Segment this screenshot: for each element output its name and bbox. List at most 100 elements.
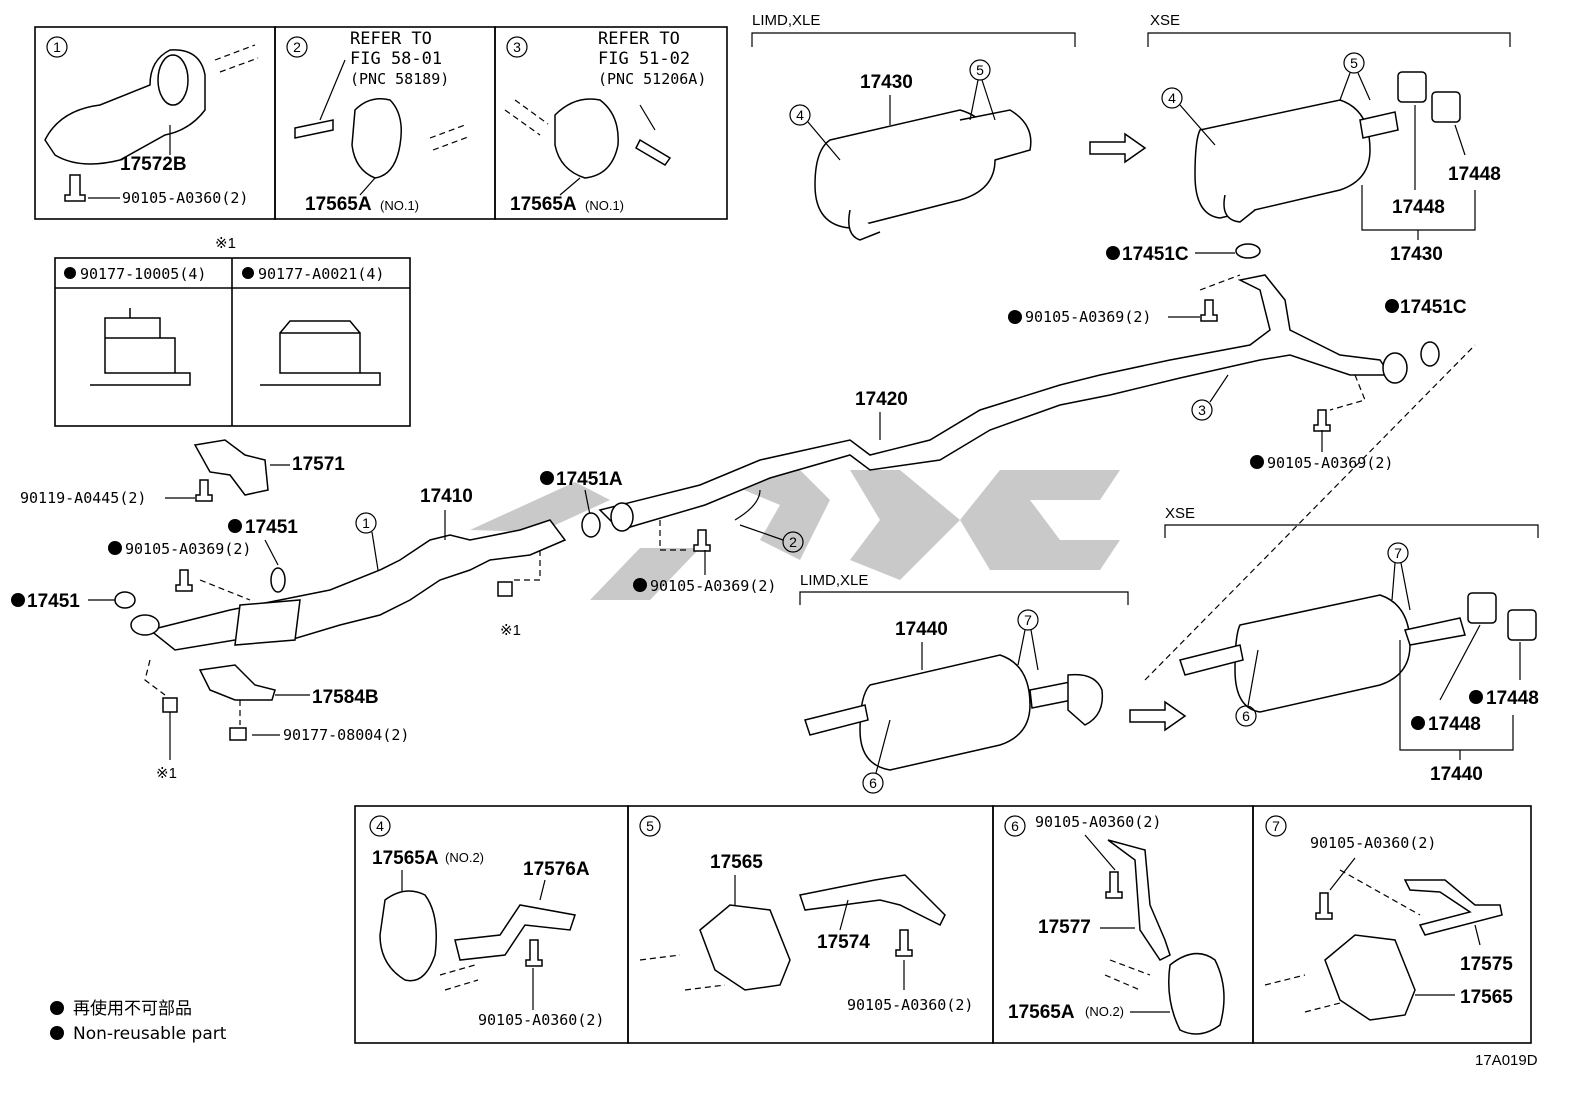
- part-label: 17572B: [120, 154, 187, 175]
- callout-6: 6: [1011, 818, 1019, 834]
- callout-2: 2: [789, 534, 797, 550]
- legend-jp: 再使用不可部品: [73, 998, 192, 1019]
- group-label: LIMD,XLE: [752, 12, 820, 29]
- non-reusable-dot-icon: [64, 267, 76, 279]
- callout-5: 5: [1350, 55, 1358, 71]
- callout-1: 1: [362, 515, 370, 531]
- part-label: 17448: [1486, 688, 1539, 709]
- part-label: 17430: [860, 72, 913, 93]
- bolt-icon: [895, 929, 913, 957]
- part-label: 17565: [710, 852, 763, 873]
- muffler-limd-xle-bottom: LIMD,XLE 17440 7 6: [799, 572, 1129, 794]
- gasket-and-bolts-center: 17451A 90105-A0369(2): [540, 469, 776, 595]
- callout-5: 5: [646, 818, 654, 834]
- bolt-icon: [195, 479, 213, 502]
- part-label: 17451C: [1400, 297, 1467, 318]
- nut-right-label: 90177-A0021(4): [258, 265, 384, 283]
- bolt-icon: [693, 529, 711, 552]
- callout-2: 2: [293, 39, 301, 55]
- bolt-label: 90105-A0369(2): [650, 577, 776, 595]
- part-label: 17574: [817, 932, 870, 953]
- nut-label: 90177-08004(2): [283, 726, 409, 744]
- bolt-label: 90105-A0369(2): [1267, 454, 1393, 472]
- callout-6: 6: [869, 775, 877, 791]
- callout-7: 7: [1272, 818, 1280, 834]
- group-label: XSE: [1150, 12, 1180, 29]
- arrow-right-icon: [1129, 700, 1187, 732]
- bracket-icon: [454, 904, 576, 961]
- detail-box-7: 7 90105-A0360(2) 17575 17565: [1252, 805, 1532, 1044]
- bolt-icon: [1315, 892, 1333, 920]
- bracket-17571: [193, 439, 269, 496]
- nut-icon: [90, 308, 191, 386]
- part-label: 17430: [1390, 244, 1443, 265]
- part-label: 17577: [1038, 917, 1091, 938]
- nut-mark: ※1: [215, 235, 236, 252]
- part-label: 17565A: [305, 194, 372, 215]
- callout-7: 7: [1394, 545, 1402, 561]
- part-label: 17451: [245, 517, 298, 538]
- bracket-17575-icon: [1403, 879, 1503, 936]
- muffler-limd-xle-top: LIMD,XLE 17430 4 5: [751, 12, 1076, 241]
- nut-left-label: 90177-10005(4): [80, 265, 206, 283]
- refer-fig: FIG 51-02: [598, 49, 690, 69]
- refer-pnc: (PNC 58189): [350, 70, 449, 88]
- group-label: XSE: [1165, 505, 1195, 522]
- bolt-icon: [64, 174, 86, 202]
- group-label: LIMD,XLE: [800, 572, 868, 589]
- refer-fig: FIG 58-01: [350, 49, 442, 69]
- refer-pnc: (PNC 51206A): [598, 70, 706, 88]
- connection-dashed-line: [1144, 344, 1476, 681]
- part-label: 17575: [1460, 954, 1513, 975]
- tip-17448: [1431, 91, 1461, 123]
- bolt-label: 90119-A0445(2): [20, 489, 146, 507]
- callout-4: 4: [1168, 90, 1176, 106]
- tip-17448: [1467, 592, 1497, 624]
- callout-5: 5: [976, 62, 984, 78]
- arrow-right-icon: [1089, 132, 1147, 164]
- bracket-17577-icon: [1107, 839, 1171, 961]
- detail-box-1: 1 17572B 90105-A0360(2): [34, 26, 276, 220]
- callout-7: 7: [1024, 612, 1032, 628]
- part-label: 17565A: [1008, 1002, 1075, 1023]
- part-note: (NO.1): [585, 198, 624, 213]
- legend: 再使用不可部品 Non-reusable part: [50, 998, 227, 1044]
- bolt-icon: [175, 569, 193, 592]
- part-label: 17584B: [312, 687, 379, 708]
- part-note: (NO.2): [445, 850, 484, 865]
- refer-text: REFER TO: [598, 29, 680, 49]
- part-label: 17565: [1460, 987, 1513, 1008]
- callout-3: 3: [513, 39, 521, 55]
- bolt-label: 90105-A0360(2): [1310, 834, 1436, 852]
- detail-box-5: 5 17565 17574 90105-A0360(2): [627, 805, 994, 1044]
- part-label: 17576A: [523, 859, 590, 880]
- callout-1: 1: [53, 39, 61, 55]
- part-note: (NO.1): [380, 198, 419, 213]
- callout-4: 4: [376, 818, 384, 834]
- bolt-icon: [525, 939, 543, 967]
- bolt-label: 90105-A0369(2): [125, 540, 251, 558]
- hanger-icon: [1324, 934, 1416, 1021]
- callout-3: 3: [1198, 402, 1206, 418]
- bolt-label: 90105-A0360(2): [847, 996, 973, 1014]
- callout-6: 6: [1242, 708, 1250, 724]
- part-label: 17451A: [556, 469, 623, 490]
- left-small-parts: 17571 90119-A0445(2) 17451 90105-A0369(2…: [11, 439, 409, 782]
- part-label: 17448: [1392, 197, 1445, 218]
- part-label: 17448: [1428, 714, 1481, 735]
- hanger-17565a: [351, 98, 402, 179]
- detail-box-3: 3 REFER TO FIG 51-02 (PNC 51206A) 17565A…: [494, 26, 728, 220]
- part-label: 17565A: [372, 848, 439, 869]
- nut-mark: ※1: [500, 622, 521, 639]
- nut-icon: [162, 697, 178, 713]
- hanger-17565a: [554, 98, 619, 179]
- tip-17448: [1507, 609, 1537, 641]
- nut-mark: ※1: [156, 765, 177, 782]
- part-label: 17420: [855, 389, 908, 410]
- part-label: 17410: [420, 486, 473, 507]
- part-label: 17565A: [510, 194, 577, 215]
- nut-icon: [497, 581, 513, 597]
- muffler-xse-top: XSE 4 5 17448 17448 17430: [1147, 12, 1511, 265]
- front-pipe-17410: 17410 1 ※1: [130, 486, 567, 651]
